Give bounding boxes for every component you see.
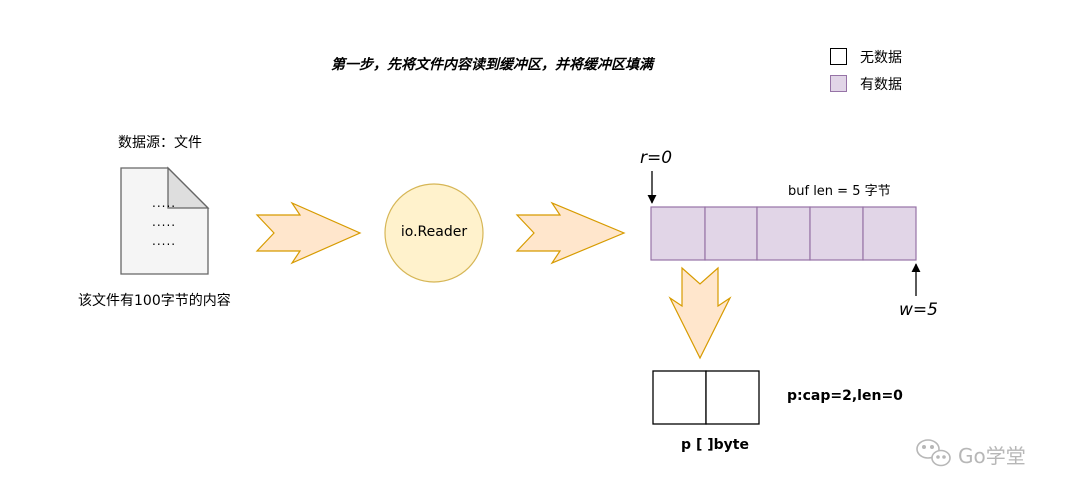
buffer-cell [809, 206, 864, 261]
file-caption: 该文件有100字节的内容 [78, 293, 231, 309]
read-pointer-label: r=0 [640, 148, 673, 168]
write-pointer-label: w=5 [899, 300, 938, 320]
io-reader-circle [384, 183, 484, 283]
buffer [650, 206, 917, 261]
diagram-title: 第一步，先将文件内容读到缓冲区，并将缓冲区填满 [331, 57, 653, 73]
buffer-cell [704, 206, 758, 261]
buffer-cell [756, 206, 811, 261]
file-content-line: ..... [152, 234, 177, 248]
p-slice [652, 370, 760, 425]
legend-empty-swatch [830, 48, 847, 65]
legend-filled-swatch [830, 75, 847, 92]
file-content-line: ..... [152, 196, 177, 210]
p-cap-len-label: p:cap=2,len=0 [787, 388, 903, 404]
data-source-label: 数据源：文件 [118, 135, 202, 151]
buffer-cell [862, 206, 917, 261]
p-type-label: p [ ]byte [681, 437, 749, 453]
file-content-line: ..... [152, 215, 177, 229]
buffer-cell [650, 206, 706, 261]
watermark-text: Go学堂 [958, 444, 1026, 468]
buffer-length-label: buf len = 5 字节 [788, 184, 891, 199]
wechat-icon [916, 439, 951, 467]
flow-arrow-buffer-to-p [668, 266, 732, 360]
file-icon [120, 166, 210, 275]
legend-empty-label: 无数据 [860, 50, 902, 66]
legend-filled-label: 有数据 [860, 77, 902, 93]
flow-arrow-reader-to-buffer [515, 201, 626, 265]
io-reader-label: io.Reader [400, 224, 468, 240]
p-slice-cell [705, 370, 760, 425]
flow-arrow-file-to-reader [255, 201, 362, 265]
p-slice-cell [652, 370, 707, 425]
